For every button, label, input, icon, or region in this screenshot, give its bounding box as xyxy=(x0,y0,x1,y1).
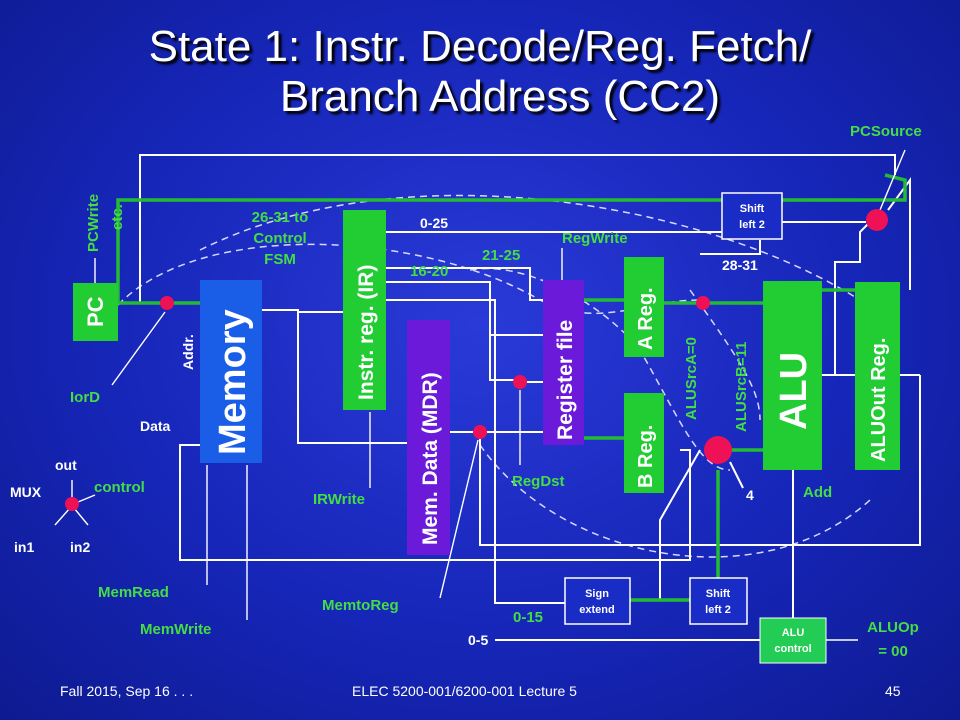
pcsource-label: PCSource xyxy=(850,123,922,140)
alu-control-line1: ALU xyxy=(782,627,805,639)
aluop-line2: = 00 xyxy=(878,643,908,660)
irwrite-label: IRWrite xyxy=(313,491,365,508)
memtoreg-label: MemtoReg xyxy=(322,597,399,614)
legend-control: control xyxy=(94,479,145,496)
aluout-register xyxy=(855,282,900,470)
wire-sign-up xyxy=(659,449,701,600)
footer-left: Fall 2015, Sep 16 . . . xyxy=(60,683,194,699)
aluop-line1: ALUOp xyxy=(867,619,919,636)
control-fsm-line1: 26-31 to xyxy=(252,209,309,226)
mux-alusrcb xyxy=(704,436,732,464)
sign-extend xyxy=(564,577,631,625)
memwrite-label: MemWrite xyxy=(140,621,211,638)
sign-extend-line1: Sign xyxy=(585,588,609,600)
bits-21-25: 21-25 xyxy=(482,247,520,264)
legend-in1: in1 xyxy=(14,539,34,555)
ctl-pcsource xyxy=(879,149,906,211)
bits-0-15: 0-15 xyxy=(513,609,543,626)
memory-label: Memory xyxy=(212,309,254,455)
aluout-label: ALUOut Reg. xyxy=(868,338,890,462)
alu-control xyxy=(759,617,827,664)
mux-alusrca xyxy=(696,296,710,310)
b-reg-label: B Reg. xyxy=(635,425,657,488)
alu-block xyxy=(763,281,822,470)
mdr-label: Mem. Data (MDR) xyxy=(419,372,442,545)
bits-16-20: 16-20 xyxy=(410,263,448,280)
legend-mux-circle xyxy=(65,497,79,511)
pcwrite-label: PCWrite xyxy=(85,194,102,252)
footer-right: 45 xyxy=(885,683,901,699)
ctl-iord xyxy=(111,311,166,386)
const-4-label: 4 xyxy=(746,487,754,503)
wire-ir-0-15 xyxy=(386,299,565,604)
mux-regdst xyxy=(513,375,527,389)
footer-center: ELEC 5200-001/6200-001 Lecture 5 xyxy=(352,683,577,699)
wire-breg-memdata xyxy=(179,444,691,561)
title-line-1: State 1: Instr. Decode/Reg. Fetch/ xyxy=(148,22,812,71)
title-line-2: Branch Address (CC2) xyxy=(279,72,721,121)
legend-control-wire xyxy=(77,494,96,503)
slide-title: State 1: Instr. Decode/Reg. Fetch/ Branc… xyxy=(60,22,900,122)
shift-bottom-line2: left 2 xyxy=(705,604,731,616)
alu-control-line2: control xyxy=(774,643,811,655)
wire-top-loop xyxy=(139,154,896,303)
regdst-label: RegDst xyxy=(512,473,565,490)
control-fsm-line3: FSM xyxy=(264,251,296,268)
legend-out: out xyxy=(55,457,77,473)
b-register xyxy=(624,393,664,493)
add-label: Add xyxy=(803,484,832,501)
active-path-5 xyxy=(689,289,761,421)
legend-in2: in2 xyxy=(70,539,90,555)
wire-ir-16-20 xyxy=(386,281,520,381)
wire-ir-21-25 xyxy=(386,267,543,301)
memread-label: MemRead xyxy=(98,584,169,601)
memory-data-register xyxy=(407,320,450,555)
iord-label: IorD xyxy=(70,389,100,406)
alusrcb-label: ALUSrcB=11 xyxy=(733,342,750,432)
memory-block xyxy=(200,280,262,463)
shift-bottom-line1: Shift xyxy=(706,588,731,600)
shift-top-line2: left 2 xyxy=(739,219,765,231)
shift-left-top xyxy=(721,192,783,240)
mux-memtoreg xyxy=(473,425,487,439)
instruction-register xyxy=(343,210,386,410)
wire-aluout-back xyxy=(479,375,921,546)
ir-label: Instr. reg. (IR) xyxy=(355,265,378,400)
alusrca-label: ALUSrcA=0 xyxy=(683,337,700,420)
bits-0-25: 0-25 xyxy=(420,215,448,231)
data-label: Data xyxy=(140,418,171,434)
mux-iord xyxy=(160,296,174,310)
bits-28-31: 28-31 xyxy=(722,257,758,273)
register-file xyxy=(543,280,584,445)
wire-const-4 xyxy=(729,461,744,489)
active-path-4 xyxy=(479,444,871,558)
register-file-label: Register file xyxy=(554,320,577,440)
shift-left-bottom xyxy=(689,577,748,625)
legend-in1-wire xyxy=(54,507,71,526)
addr-label: Addr. xyxy=(180,334,196,370)
control-fsm-line2: Control xyxy=(253,230,306,247)
wire-28-31 xyxy=(700,240,761,255)
a-register xyxy=(624,257,664,357)
mux-pcsource xyxy=(866,209,888,231)
pc-label: PC xyxy=(83,296,108,327)
bits-0-5: 0-5 xyxy=(468,632,488,648)
a-reg-label: A Reg. xyxy=(635,287,657,350)
ctl-memtoreg xyxy=(439,439,479,599)
green-pc-path xyxy=(116,173,907,303)
legend-mux: MUX xyxy=(10,484,42,500)
legend-in2-wire xyxy=(73,507,89,526)
pcwrite-etc-label: etc. xyxy=(109,204,126,230)
sign-extend-line2: extend xyxy=(579,604,614,616)
regwrite-label: RegWrite xyxy=(562,230,628,247)
alu-label: ALU xyxy=(773,352,815,430)
shift-top-line1: Shift xyxy=(740,203,765,215)
wire-memory-ir xyxy=(262,309,343,313)
wire-alu-pcsource xyxy=(834,221,871,375)
pc-register xyxy=(73,283,118,341)
